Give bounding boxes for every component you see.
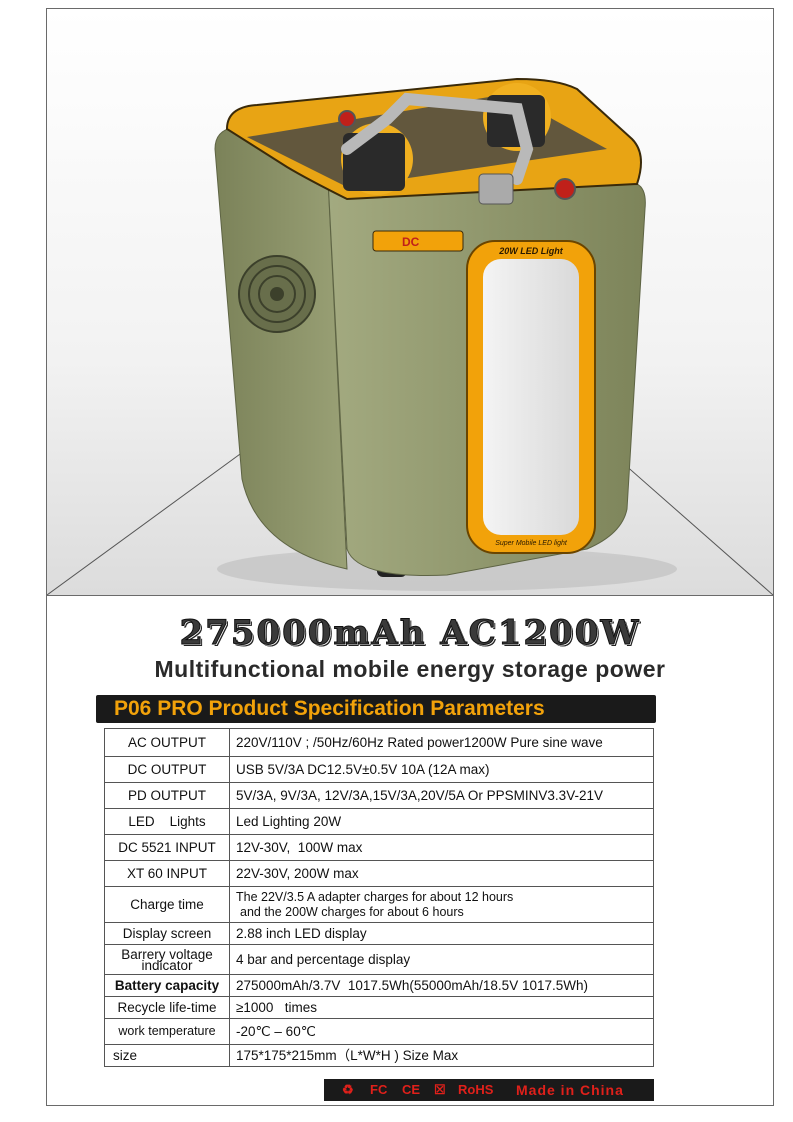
spec-key: Display screen <box>104 922 230 945</box>
fc-mark: FC <box>370 1082 388 1097</box>
table-row: PD OUTPUT 5V/3A, 9V/3A, 12V/3A,15V/3A,20… <box>104 782 654 809</box>
table-row: Barrery voltage indicator 4 bar and perc… <box>104 944 654 975</box>
page-title: 275000mAh AC1200W <box>179 613 641 654</box>
spec-key: LED Lights <box>104 808 230 835</box>
led-label-top: 20W LED Light <box>498 246 563 256</box>
spec-key: Barrery voltage indicator <box>104 944 230 975</box>
spec-value: ≥1000 times <box>229 996 654 1019</box>
spec-value: The 22V/3.5 A adapter charges for about … <box>229 886 654 923</box>
table-row: AC OUTPUT 220V/110V ; /50Hz/60Hz Rated p… <box>104 728 654 757</box>
spec-table: AC OUTPUT 220V/110V ; /50Hz/60Hz Rated p… <box>104 728 654 1067</box>
ce-mark: CE <box>402 1082 421 1097</box>
table-row: work temperature -20℃ – 60℃ <box>104 1018 654 1045</box>
spec-value: 4 bar and percentage display <box>229 944 654 975</box>
spec-value: 175*175*215mm（L*W*H ) Size Max <box>229 1044 654 1067</box>
dc-label: DC <box>402 235 420 249</box>
spec-key: size <box>104 1044 230 1067</box>
table-row: size 175*175*215mm（L*W*H ) Size Max <box>104 1044 654 1067</box>
led-light-panel <box>483 259 579 535</box>
spec-value: Led Lighting 20W <box>229 808 654 835</box>
spec-value: 22V-30V, 200W max <box>229 860 654 887</box>
spec-key: XT 60 INPUT <box>104 860 230 887</box>
table-row: Display screen 2.88 inch LED display <box>104 922 654 945</box>
table-row: DC OUTPUT USB 5V/3A DC12.5V±0.5V 10A (12… <box>104 756 654 783</box>
table-row: Battery capacity 275000mAh/3.7V 1017.5Wh… <box>104 974 654 997</box>
spec-value: USB 5V/3A DC12.5V±0.5V 10A (12A max) <box>229 756 654 783</box>
fan-grille-icon <box>238 255 316 333</box>
spec-key: Battery capacity <box>104 974 230 997</box>
spec-key-line: indicator <box>141 957 193 973</box>
power-station-illustration: 20W LED Light Super Mobile LED light DC <box>47 77 773 595</box>
spec-value: -20℃ – 60℃ <box>229 1018 654 1045</box>
certification-bar: ♻ FC CE ☒ RoHS Made in China <box>324 1079 654 1101</box>
spec-value-line: and the 200W charges for about 6 hours <box>240 904 464 919</box>
dc-button-icon <box>338 110 356 128</box>
made-in-label: Made in China <box>516 1082 624 1098</box>
spec-value: 5V/3A, 9V/3A, 12V/3A,15V/3A,20V/5A Or PP… <box>229 782 654 809</box>
recycle-icon: ♻ <box>342 1082 354 1097</box>
table-row: Charge time The 22V/3.5 A adapter charge… <box>104 886 654 923</box>
spec-key-line: Barrery voltage <box>121 946 213 962</box>
table-row: Recycle life-time ≥1000 times <box>104 996 654 1019</box>
weee-bin-icon: ☒ <box>434 1082 446 1097</box>
product-photo: 20W LED Light Super Mobile LED light DC <box>47 9 773 595</box>
spec-key: PD OUTPUT <box>104 782 230 809</box>
spec-value: 275000mAh/3.7V 1017.5Wh(55000mAh/18.5V 1… <box>229 974 654 997</box>
section-divider <box>46 595 774 596</box>
spec-key: DC OUTPUT <box>104 756 230 783</box>
page-subtitle: Multifunctional mobile energy storage po… <box>154 656 666 682</box>
spec-key: DC 5521 INPUT <box>104 834 230 861</box>
table-row: DC 5521 INPUT 12V-30V, 100W max <box>104 834 654 861</box>
spec-value: 12V-30V, 100W max <box>229 834 654 861</box>
spec-value: 220V/110V ; /50Hz/60Hz Rated power1200W … <box>229 728 654 757</box>
spec-key: Charge time <box>104 886 230 923</box>
table-row: XT 60 INPUT 22V-30V, 200W max <box>104 860 654 887</box>
led-label-bottom: Super Mobile LED light <box>495 540 568 547</box>
spec-value-line: The 22V/3.5 A adapter charges for about … <box>236 889 514 904</box>
page-frame <box>46 8 774 1106</box>
spec-key: AC OUTPUT <box>104 728 230 757</box>
rohs-mark: RoHS <box>458 1082 494 1097</box>
spec-value: 2.88 inch LED display <box>229 922 654 945</box>
spec-banner-label: P06 PRO Product Specification Parameters <box>114 697 545 720</box>
table-row: LED Lights Led Lighting 20W <box>104 808 654 835</box>
spec-key: Recycle life-time <box>104 996 230 1019</box>
spec-key: work temperature <box>104 1018 230 1045</box>
power-button-icon <box>554 178 576 200</box>
spec-banner: P06 PRO Product Specification Parameters <box>96 695 656 723</box>
